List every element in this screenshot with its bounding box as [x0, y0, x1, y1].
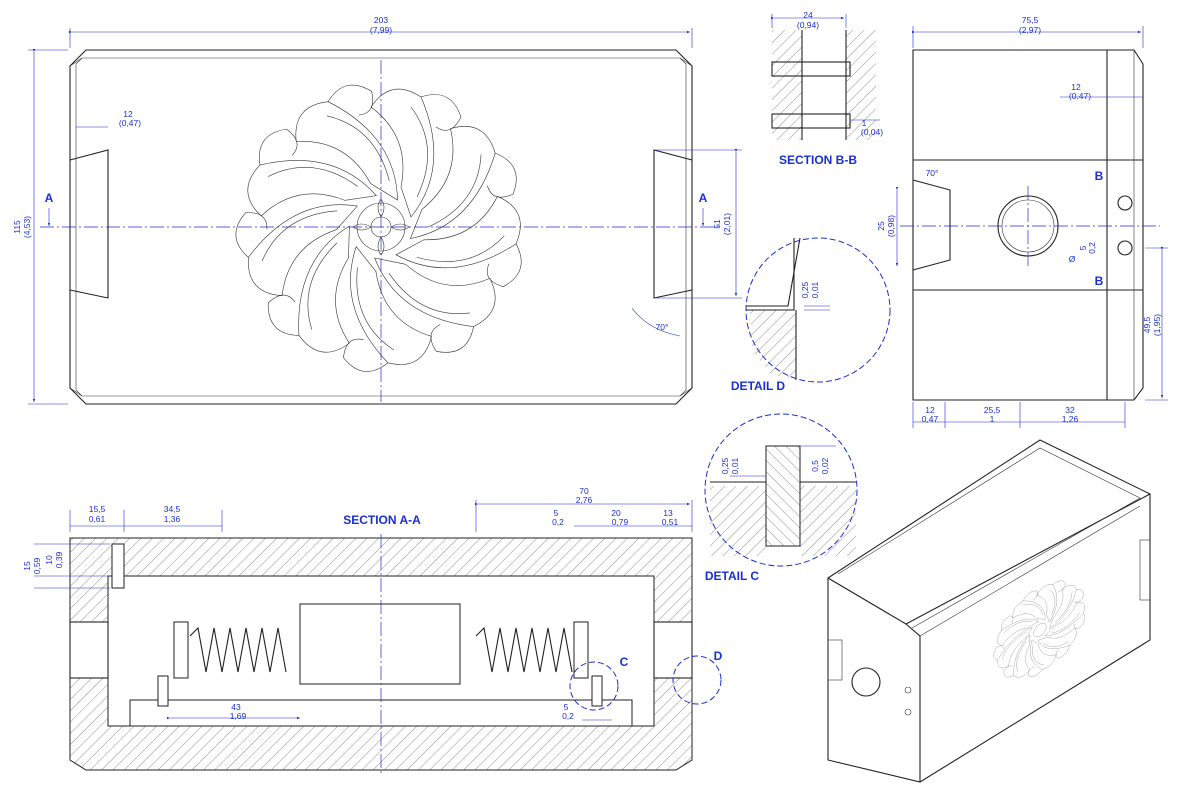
aa-top-left-2-inch: 1,36: [164, 514, 181, 524]
side-angle: 70°: [926, 168, 939, 178]
side-view: 75,5 (2,97) 12 (0,47) 25 (0,98) 70° B B …: [876, 15, 1168, 428]
bb-width-inch: (0,94): [797, 20, 819, 30]
side-bottom-2-value: 25,5: [984, 405, 1001, 415]
aa-left-1-value: 15: [22, 561, 32, 571]
aa-top-left-2-value: 34,5: [164, 504, 181, 514]
front-slot-height-value: 51: [712, 219, 722, 229]
side-hole-inch: 0,2: [1087, 242, 1097, 254]
side-width-inch: (2,97): [1019, 25, 1041, 35]
section-mark-b-bottom: B: [1095, 274, 1104, 288]
detail-c-title: DETAIL C: [705, 569, 760, 583]
aa-top-right-4-inch: 0,51: [662, 517, 679, 527]
front-slot-depth-inch: (0,47): [119, 118, 141, 128]
side-dia-symbol: Ø: [1069, 254, 1076, 264]
aa-top-right-2-inch: 0,2: [552, 517, 564, 527]
side-right-value: 49,5: [1142, 316, 1152, 333]
front-slot-depth-value: 12: [123, 109, 133, 119]
side-right-inch: (1,95): [1152, 314, 1162, 336]
detail-c-right-value: 0,5: [810, 460, 820, 472]
aa-inner-right-value: 5: [564, 702, 569, 712]
side-bottom-3-value: 32: [1065, 405, 1075, 415]
detail-mark-d: D: [714, 649, 723, 663]
aa-top-right-2-value: 5: [554, 508, 559, 518]
detail-d-value: 0,25: [800, 281, 810, 298]
side-bottom-1-value: 12: [925, 405, 935, 415]
rosette-ornament: [221, 69, 532, 385]
section-mark-b-top: B: [1095, 169, 1104, 183]
aa-top-left-1-value: 15,5: [89, 504, 106, 514]
aa-top-right-1-inch: 2,76: [576, 495, 593, 505]
aa-inner-inch: 1,69: [230, 711, 247, 721]
bb-gap-value: 1: [862, 118, 867, 128]
section-aa-title: SECTION A-A: [343, 513, 421, 527]
side-slot-value: 25: [876, 221, 886, 231]
side-bottom-3-inch: 1,26: [1062, 414, 1079, 424]
detail-c-left-inch: 0,01: [730, 457, 740, 474]
detail-d-inch: 0,01: [810, 281, 820, 298]
detail-d-view: 0,25 0,01 DETAIL D: [731, 237, 891, 393]
section-bb-title: SECTION B-B: [779, 153, 857, 167]
side-bottom-2-inch: 1: [990, 414, 995, 424]
side-hole-value: 5: [1078, 245, 1088, 250]
section-mark-a-right: A: [699, 191, 708, 205]
detail-c-left-value: 0,25: [720, 457, 730, 474]
section-bb-view: 24 (0,94) 1 (0,04) SECTION B-B: [771, 10, 883, 167]
detail-mark-c: C: [620, 655, 629, 669]
aa-top-right-1-value: 70: [579, 486, 589, 496]
side-top-inch: (0,47): [1069, 91, 1091, 101]
front-width-inch: (7,99): [370, 25, 392, 35]
aa-top-left-1-inch: 0,61: [89, 514, 106, 524]
detail-c-right-inch: 0,02: [820, 457, 830, 474]
aa-left-2-inch: 0,39: [54, 551, 64, 568]
section-aa-view: C D SECTION A-A 15,5 0,61 34,5 1,36 70 2…: [22, 486, 723, 774]
front-width-value: 203: [374, 15, 388, 25]
aa-top-right-3-inch: 0,79: [612, 517, 629, 527]
side-top-value: 12: [1071, 82, 1081, 92]
isometric-view: [827, 439, 1151, 783]
detail-c-view: 0,25 0,01 0,5 0,02 DETAIL C: [704, 413, 858, 583]
bb-width-value: 24: [803, 10, 813, 20]
aa-inner-value: 43: [231, 702, 241, 712]
aa-inner-right-inch: 0,2: [562, 711, 574, 721]
aa-top-right-3-value: 20: [611, 508, 621, 518]
aa-left-1-inch: 0,59: [32, 557, 42, 574]
side-bottom-1-inch: 0,47: [922, 414, 939, 424]
front-angle: 70°: [656, 322, 669, 332]
front-height-inch: (4,53): [22, 216, 32, 238]
side-width-value: 75,5: [1022, 15, 1039, 25]
bb-gap-inch: (0,04): [861, 127, 883, 137]
front-view: 203 (7,99) 115 (4,53) 12 (0,47) 51 (2,01…: [12, 15, 742, 405]
section-mark-a-left: A: [45, 191, 54, 205]
aa-left-2-value: 10: [44, 555, 54, 565]
side-slot-inch: (0,98): [886, 215, 896, 237]
detail-d-title: DETAIL D: [731, 379, 786, 393]
aa-top-right-4-value: 13: [663, 508, 673, 518]
front-slot-height-inch: (2,01): [722, 213, 732, 235]
front-height-value: 115: [12, 220, 22, 234]
